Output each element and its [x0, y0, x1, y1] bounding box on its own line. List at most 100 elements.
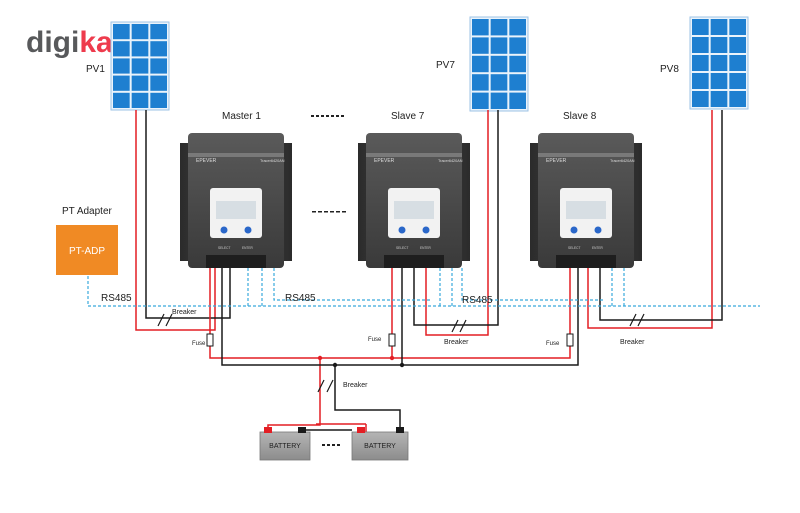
breaker-label: Breaker: [172, 309, 197, 316]
solar-cell: [710, 37, 728, 53]
controller-brand: EPEVER: [546, 158, 567, 164]
controller-label: Slave 8: [563, 111, 597, 122]
breaker-symbol: [317, 379, 334, 393]
fuse-symbol: [206, 333, 214, 347]
battery: BATTERY: [351, 427, 409, 461]
solar-cell: [692, 19, 709, 35]
controller-model: Tracer6420AN: [260, 159, 285, 163]
fuse-label: Fuse: [368, 337, 382, 343]
solar-cell: [729, 37, 746, 53]
select-button[interactable]: [570, 226, 578, 234]
solar-cell: [692, 37, 709, 53]
controller-slave-7: EPEVER Tracer6420AN SELECT ENTER: [358, 133, 470, 268]
select-button[interactable]: [220, 226, 228, 234]
solar-cell: [710, 73, 728, 89]
controller-label: Slave 7: [391, 111, 425, 122]
battery-label: BATTERY: [364, 443, 396, 450]
solar-cell: [150, 75, 167, 91]
rs485-label: RS485: [101, 293, 132, 304]
solar-cell: [490, 37, 508, 54]
fuse-label: Fuse: [192, 341, 206, 347]
solar-cell: [113, 92, 130, 108]
terminal-block: [556, 255, 616, 268]
solar-cell: [692, 73, 709, 89]
solar-cell: [509, 19, 526, 36]
enter-label: ENTER: [592, 246, 604, 250]
solar-cell: [472, 19, 489, 36]
lcd-screen: [566, 201, 606, 219]
solar-panel-pv8: [689, 16, 749, 110]
solar-cell: [113, 41, 130, 57]
enter-button[interactable]: [244, 226, 252, 234]
select-label: SELECT: [396, 246, 408, 250]
rs485-label: RS485: [462, 295, 493, 306]
controller-brand: EPEVER: [374, 158, 395, 164]
breaker-label: Breaker: [620, 339, 645, 346]
junction-dot: [332, 362, 338, 368]
junction-dot: [399, 362, 405, 368]
junction-dot: [389, 355, 395, 361]
enter-label: ENTER: [242, 246, 254, 250]
solar-cell: [150, 24, 167, 40]
terminal-block: [384, 255, 444, 268]
ellipsis-dots: [311, 115, 346, 446]
solar-cell: [509, 37, 526, 54]
solar-cell: [729, 19, 746, 35]
pt-adapter-label: PT-ADP: [69, 246, 105, 257]
controller-model: Tracer6420AN: [610, 159, 635, 163]
solar-cell: [113, 75, 130, 91]
solar-cell: [710, 19, 728, 35]
breaker-label: Breaker: [444, 339, 469, 346]
solar-cell: [113, 24, 130, 40]
solar-cell: [710, 55, 728, 71]
controller-brand: EPEVER: [196, 158, 217, 164]
enter-button[interactable]: [422, 226, 430, 234]
enter-button[interactable]: [594, 226, 602, 234]
solar-cell: [472, 55, 489, 73]
breaker-label: Breaker: [343, 382, 368, 389]
controller-slave-8: EPEVER Tracer6420AN SELECT ENTER: [530, 133, 642, 268]
solar-cell: [692, 91, 709, 107]
solar-cell: [150, 58, 167, 74]
solar-cell: [729, 55, 746, 71]
terminal-block: [206, 255, 266, 268]
battery-wiring: [209, 268, 579, 433]
solar-cell: [150, 41, 167, 57]
solar-cell: [710, 91, 728, 107]
solar-cell: [692, 55, 709, 71]
pt-adapter-box: [56, 225, 118, 275]
solar-cell: [509, 92, 526, 109]
fuse-label: Fuse: [546, 341, 560, 347]
breaker-symbol: [629, 313, 645, 327]
pv7-label: PV7: [436, 60, 455, 71]
lcd-screen: [216, 201, 256, 219]
lcd-screen: [394, 201, 434, 219]
solar-cell: [509, 55, 526, 73]
solar-cell: [472, 37, 489, 54]
solar-cell: [729, 91, 746, 107]
select-label: SELECT: [218, 246, 230, 250]
controller-master-1: EPEVER Tracer6420AN SELECT ENTER: [180, 133, 292, 268]
solar-cell: [490, 55, 508, 73]
breaker-symbol: [157, 313, 173, 327]
logo-part-1: digi: [26, 26, 79, 59]
solar-cell: [490, 19, 508, 36]
solar-cell: [472, 92, 489, 109]
rs485-label: RS485: [285, 293, 316, 304]
solar-cell: [150, 92, 167, 108]
solar-cell: [729, 73, 746, 89]
fuse-symbol: [566, 333, 574, 347]
battery: BATTERY: [259, 427, 311, 461]
battery-label: BATTERY: [269, 443, 301, 450]
pv8-label: PV8: [660, 64, 679, 75]
solar-cell: [131, 75, 149, 91]
pv-wiring: [135, 110, 723, 336]
solar-cell: [131, 92, 149, 108]
select-button[interactable]: [398, 226, 406, 234]
solar-cell: [509, 74, 526, 91]
solar-panel-pv7: [469, 16, 529, 112]
junction-dot: [317, 355, 323, 361]
solar-cell: [490, 74, 508, 91]
